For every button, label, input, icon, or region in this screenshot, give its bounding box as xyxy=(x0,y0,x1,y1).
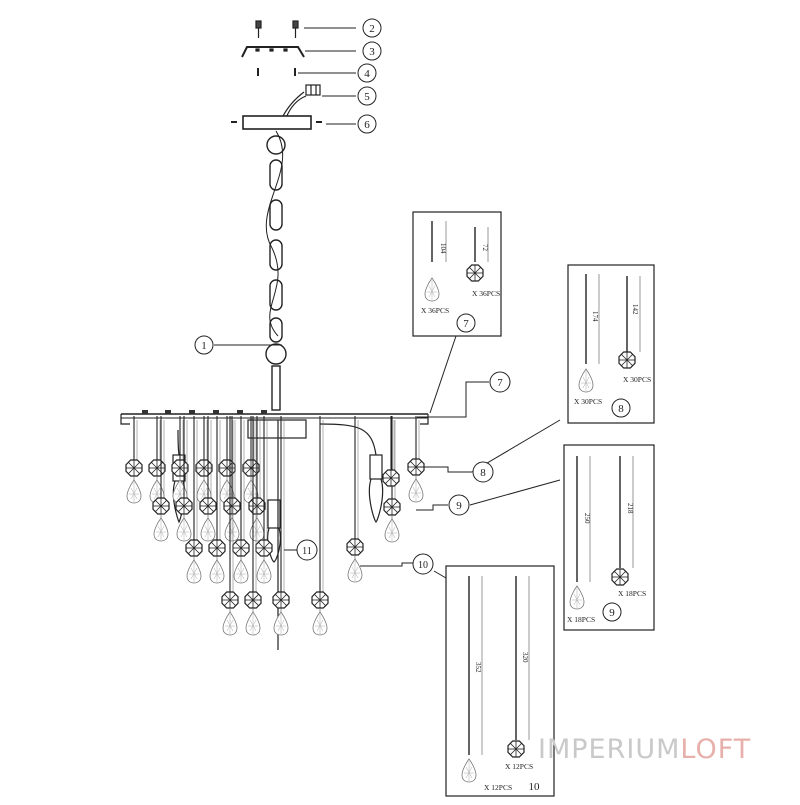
crystal-hanger xyxy=(242,416,260,504)
crystal-hanger xyxy=(125,416,143,504)
small-screws xyxy=(257,68,296,76)
quantity-label: X 30PCS xyxy=(623,375,651,384)
quantity-label: X 30PCS xyxy=(574,397,602,406)
crystal-hanger xyxy=(272,416,290,636)
quantity-label: X 36PCS xyxy=(421,306,449,315)
mounting-bracket xyxy=(241,46,305,58)
svg-text:6: 6 xyxy=(364,119,370,131)
callout-2: 2 xyxy=(362,18,382,38)
crystal-hanger xyxy=(148,416,166,504)
crystal-hanger xyxy=(208,416,226,584)
svg-text:8: 8 xyxy=(480,467,486,479)
length-label: 104 xyxy=(439,243,447,254)
callout-7: 7 xyxy=(489,371,511,393)
svg-text:5: 5 xyxy=(364,91,370,103)
mounting-hardware xyxy=(231,20,322,130)
frame-clip xyxy=(165,410,171,414)
crystal-hanger xyxy=(255,416,273,584)
crystal-hanger xyxy=(346,416,364,583)
crystal-hanger xyxy=(311,416,329,636)
callout-6: 6 xyxy=(357,114,377,134)
crystal-hanger xyxy=(407,416,425,503)
crystal-hangers xyxy=(125,410,425,636)
callout-10: 10 xyxy=(412,553,434,575)
callout-9: 9 xyxy=(448,494,470,516)
svg-text:9: 9 xyxy=(456,500,462,512)
box-number: 10 xyxy=(529,781,541,793)
crystal-hanger xyxy=(382,416,400,487)
detail-box-7: 104 72 X 36PCS X 36PCS 7 xyxy=(412,211,502,337)
svg-text:10: 10 xyxy=(418,560,428,571)
screws-top xyxy=(255,20,299,38)
crystal-hanger xyxy=(248,416,266,542)
wire-connector xyxy=(281,84,321,119)
callout-5: 5 xyxy=(357,86,377,106)
svg-text:7: 7 xyxy=(497,377,503,389)
leader-lines xyxy=(214,27,561,579)
svg-text:2: 2 xyxy=(369,23,375,35)
watermark-logo: IMPERIUMLOFT xyxy=(538,734,751,765)
svg-text:4: 4 xyxy=(364,68,370,80)
crystal-hanger xyxy=(199,416,217,542)
svg-text:1: 1 xyxy=(201,340,207,352)
crystal-hanger xyxy=(221,416,239,636)
crystal-hanger xyxy=(244,416,262,636)
quantity-label: X 18PCS xyxy=(567,615,595,624)
frame-clip xyxy=(189,410,195,414)
svg-text:3: 3 xyxy=(369,46,375,58)
frame-clip xyxy=(142,410,148,414)
length-label: 174 xyxy=(591,311,599,322)
length-label: 218 xyxy=(626,503,634,514)
quantity-label: X 12PCS xyxy=(484,783,512,792)
crystal-hanger xyxy=(175,416,193,542)
callout-3: 3 xyxy=(362,41,382,61)
box-number: 9 xyxy=(609,607,615,619)
length-label: 72 xyxy=(481,244,489,252)
box-number: 7 xyxy=(463,318,469,330)
length-label: 320 xyxy=(521,652,529,663)
quantity-label: X 12PCS xyxy=(505,762,533,771)
callout-8: 8 xyxy=(472,461,494,483)
callout-4: 4 xyxy=(357,63,377,83)
crystal-hanger xyxy=(223,416,241,542)
crystal-hanger xyxy=(185,416,203,584)
detail-box-10: 352 320 X 12PCS X 12PCS 10 xyxy=(445,565,555,797)
watermark-part-loft: LOFT xyxy=(680,734,752,765)
frame-clip xyxy=(237,410,243,414)
canopy xyxy=(231,115,322,130)
length-label: 250 xyxy=(583,513,591,524)
quantity-label: X 18PCS xyxy=(618,589,646,598)
length-label: 142 xyxy=(631,304,639,315)
detail-box-9: 250 218 X 18PCS X 18PCS 9 xyxy=(563,444,655,631)
callout-numbers: 2 3 4 5 6 1 7 8 9 10 11 xyxy=(194,18,511,575)
frame-clip xyxy=(213,410,219,414)
callout-11: 11 xyxy=(296,539,318,561)
length-label: 352 xyxy=(474,662,482,673)
callout-1: 1 xyxy=(194,335,214,355)
detail-box-8: 174 142 X 30PCS X 30PCS 8 xyxy=(567,264,655,424)
svg-text:11: 11 xyxy=(302,546,312,557)
crystal-hanger xyxy=(171,416,189,504)
crystal-hanger xyxy=(195,416,213,504)
chain-and-rod xyxy=(265,130,287,411)
crystal-hanger xyxy=(152,416,170,542)
crystal-hanger xyxy=(218,416,236,504)
crystal-hanger xyxy=(232,416,250,584)
box-number: 8 xyxy=(618,403,624,415)
frame-clip xyxy=(261,410,267,414)
quantity-label: X 36PCS xyxy=(472,289,500,298)
watermark-part-imperium: IMPERIUM xyxy=(538,734,681,765)
